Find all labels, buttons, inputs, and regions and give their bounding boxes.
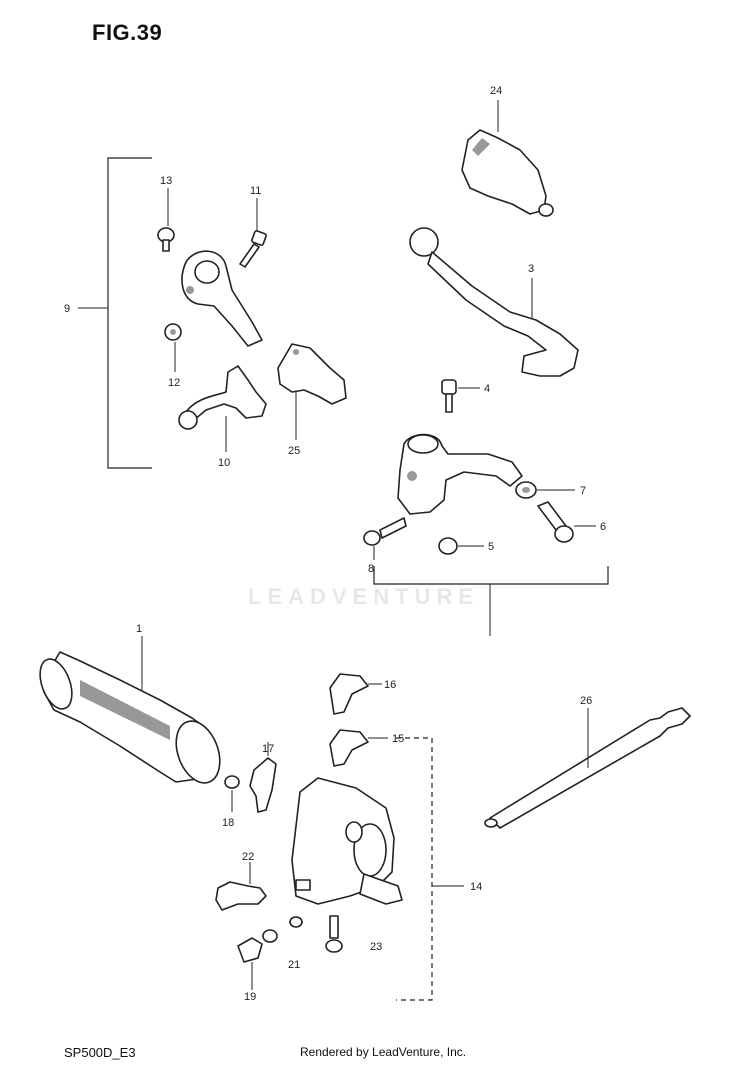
callout-3: 3 xyxy=(528,263,534,275)
part-10-lever-arm xyxy=(178,365,267,452)
part-15-cap xyxy=(329,729,388,767)
callout-5: 5 xyxy=(488,541,494,553)
part-1-grip xyxy=(39,636,221,784)
part-8-screw xyxy=(363,517,407,560)
part-16-cap xyxy=(329,673,382,715)
callout-19: 19 xyxy=(244,991,256,1003)
part-18-screw xyxy=(224,775,240,812)
watermark-text: LEADVENTURE xyxy=(248,584,480,609)
part-22-switch xyxy=(215,862,267,911)
part-lever-holder-assembly xyxy=(397,433,523,515)
callout-21: 21 xyxy=(288,959,300,971)
callout-26: 26 xyxy=(580,695,592,707)
callout-18: 18 xyxy=(222,817,234,829)
part-25-bracket xyxy=(277,343,347,440)
callout-8: 8 xyxy=(368,563,374,575)
part-3-clutch-lever xyxy=(409,227,579,377)
figure-title: FIG.39 xyxy=(92,20,163,45)
callout-1: 1 xyxy=(136,623,142,635)
model-code: SP500D_E3 xyxy=(64,1045,136,1060)
callout-11: 11 xyxy=(250,185,261,197)
part-13-screw xyxy=(157,188,175,252)
callout-6: 6 xyxy=(600,521,606,533)
callout-4: 4 xyxy=(484,383,490,395)
part-7-washer xyxy=(515,481,575,499)
part-21-screw xyxy=(262,916,303,943)
callout-22: 22 xyxy=(242,851,254,863)
part-19-terminal xyxy=(237,937,263,990)
bracket-group-14 xyxy=(396,737,464,1001)
part-24-lever-cover xyxy=(461,100,554,217)
part-9-lever-holder xyxy=(181,250,263,347)
part-17-clip xyxy=(249,742,277,813)
part-11-bolt xyxy=(239,198,267,268)
callout-17: 17 xyxy=(262,743,274,755)
part-5-nut xyxy=(438,537,484,555)
callout-10: 10 xyxy=(218,457,230,469)
part-14-switch-housing xyxy=(291,777,403,905)
part-12-nut xyxy=(164,323,182,372)
callout-labels: 1 3 4 5 6 7 8 9 10 11 12 13 14 15 16 17 … xyxy=(64,85,606,1003)
render-credit: Rendered by LeadVenture, Inc. xyxy=(300,1045,467,1059)
callout-24: 24 xyxy=(490,85,502,97)
bracket-lever-holder xyxy=(373,566,609,636)
part-23-screw xyxy=(325,915,343,953)
part-26-cable-tie xyxy=(484,707,691,829)
bracket-group-9 xyxy=(78,157,152,469)
callout-7: 7 xyxy=(580,485,586,497)
callout-15: 15 xyxy=(392,733,404,745)
callout-23: 23 xyxy=(370,941,382,953)
callout-14: 14 xyxy=(470,881,482,893)
callout-16: 16 xyxy=(384,679,396,691)
callout-13: 13 xyxy=(160,175,172,187)
callout-25: 25 xyxy=(288,445,300,457)
part-6-bolt xyxy=(537,501,596,543)
part-4-bolt xyxy=(441,379,480,413)
callout-12: 12 xyxy=(168,377,180,389)
callout-9: 9 xyxy=(64,303,70,315)
